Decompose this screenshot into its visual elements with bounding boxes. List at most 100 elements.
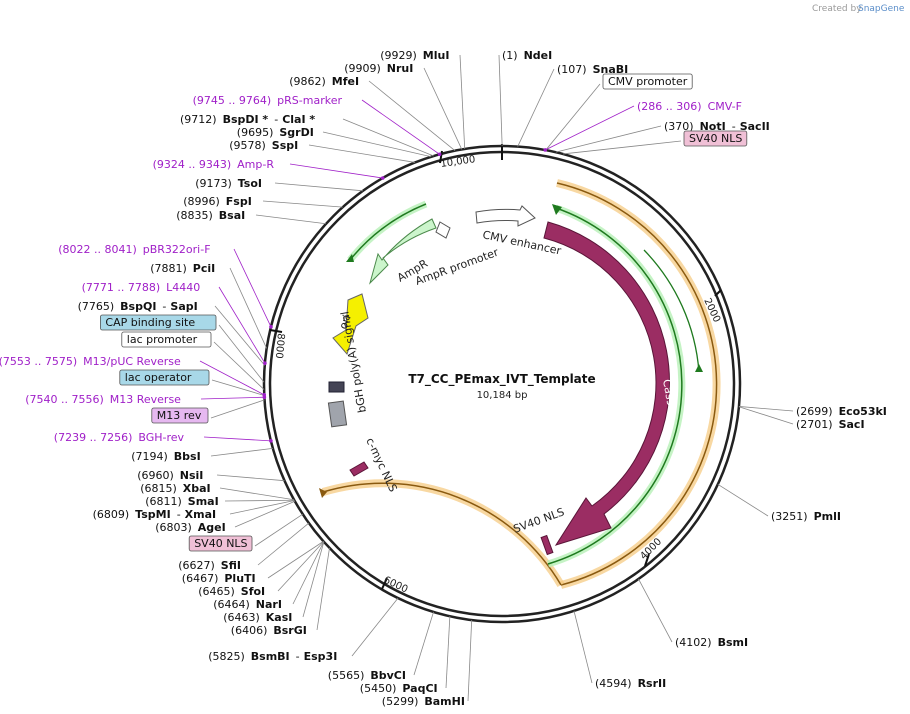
sv40-nls-feature[interactable]: [540, 534, 554, 556]
site-bspqi-sapi[interactable]: (7765)BspQI-SapI: [78, 300, 266, 366]
site-fspi[interactable]: (8996)FspI: [183, 195, 343, 208]
site-bsai[interactable]: (8835)BsaI: [176, 209, 327, 225]
site-eco53ki[interactable]: (2699)Eco53kI: [738, 405, 887, 418]
site-leader-line: [255, 214, 327, 225]
enzyme-name: BbvCI: [370, 669, 406, 682]
enzyme-name: BsaI: [219, 209, 245, 222]
enzyme-name: BsmI: [718, 636, 749, 649]
enzyme-label: (6627)SfiI: [178, 559, 241, 572]
site-cap-binding-site[interactable]: CAP binding site: [100, 314, 265, 383]
site-leader-line: [210, 399, 265, 419]
enzyme-label: (6464)NarI: [213, 598, 282, 611]
feature-box: [602, 73, 693, 90]
site-paqci[interactable]: (5450)PaqCI: [360, 616, 451, 695]
site-sfii[interactable]: (6627)SfiI: [178, 522, 310, 572]
primer-range: (9745 .. 9764): [193, 94, 272, 107]
enzyme-name: KasI: [266, 611, 293, 624]
site-ndei[interactable]: (1)NdeI: [498, 49, 553, 147]
site-smai[interactable]: (6811)SmaI: [145, 495, 295, 508]
feature-box-label: lac promoter: [127, 333, 198, 346]
site-mfei[interactable]: (9862)MfeI: [289, 75, 456, 151]
primer-label: (9745 .. 9764)pRS-marker: [193, 94, 343, 107]
site-noti-sacii[interactable]: (370)NotI-SacII: [555, 120, 770, 153]
site-bspdi-clai[interactable]: (9712)BspDI *-ClaI *: [180, 113, 434, 157]
enzyme-name: NdeI: [524, 49, 553, 62]
site-bamhi[interactable]: (5299)BamHI: [382, 620, 473, 708]
site-rsrii[interactable]: (4594)RsrII: [573, 610, 666, 690]
enzyme-label: (107)SnaBI: [557, 63, 628, 76]
site-sv40-nls-2[interactable]: SV40 NLS: [188, 513, 303, 552]
enzyme-name: BsmBI: [251, 650, 290, 663]
enzyme-position: (7765): [78, 300, 115, 313]
enzyme-label: (8996)FspI: [183, 195, 252, 208]
site-leader-line: [717, 483, 769, 517]
site-tsoi[interactable]: (9173)TsoI: [195, 177, 364, 192]
site-kasi[interactable]: (6463)KasI: [223, 541, 325, 624]
site-snabi[interactable]: (107)SnaBI: [517, 63, 629, 147]
enzyme-separator: -: [296, 650, 300, 663]
primer-name: L4440: [166, 281, 200, 294]
c-myc-nls-feature[interactable]: [349, 461, 369, 477]
site-bsrgi[interactable]: (6406)BsrGI: [231, 547, 330, 637]
feature-box: [100, 314, 217, 331]
ori-feature[interactable]: [332, 293, 369, 355]
enzyme-position: (5299): [382, 695, 419, 708]
site-sv40-nls-1[interactable]: SV40 NLS: [562, 130, 748, 155]
site-pmli[interactable]: (3251)PmlI: [717, 483, 841, 523]
site-sspi[interactable]: (9578)SspI: [229, 139, 416, 163]
enzyme-separator: -: [177, 508, 181, 521]
site-pbr322ori-f[interactable]: (8022 .. 8041)pBR322ori-F: [58, 243, 273, 329]
enzyme-name: BsrGI: [273, 624, 306, 637]
enzyme-position: (4594): [595, 677, 632, 690]
enzyme-position: (7881): [150, 262, 187, 275]
orf-green-ampr-arrowhead: [346, 254, 354, 262]
site-bbsi[interactable]: (7194)BbsI: [131, 447, 273, 463]
enzyme-label: (6465)SfoI: [198, 585, 265, 598]
site-bbvci[interactable]: (5565)BbvCI: [328, 611, 434, 682]
enzyme-label: (9695)SgrDI: [237, 126, 314, 139]
site-leader-line: [219, 487, 295, 501]
site-m13-reverse[interactable]: (7540 .. 7556)M13 Reverse: [25, 393, 267, 406]
tick-label-8000: 8000: [273, 333, 286, 359]
enzyme-name: SnaBI: [593, 63, 629, 76]
ampr-feature[interactable]: [369, 218, 437, 285]
site-cmv-f[interactable]: (286 .. 306)CMV-F: [543, 100, 742, 152]
site-nari[interactable]: (6464)NarI: [213, 541, 325, 611]
site-bgh-rev[interactable]: (7239 .. 7256)BGH-rev: [54, 431, 273, 444]
site-sfoi[interactable]: (6465)SfoI: [198, 541, 324, 598]
site-nsii[interactable]: (6960)NsiI: [137, 469, 285, 482]
enzyme-label: (7194)BbsI: [131, 450, 200, 463]
enzyme-name: SspI: [272, 139, 298, 152]
site-bsmbi-esp3i[interactable]: (5825)BsmBI-Esp3I: [208, 597, 399, 663]
site-mlui[interactable]: (9929)MluI: [380, 49, 466, 149]
site-sgrdi[interactable]: (9695)SgrDI: [237, 126, 432, 158]
enzyme-name: SfoI: [241, 585, 265, 598]
site-xbai[interactable]: (6815)XbaI: [140, 482, 295, 501]
site-m13-rev[interactable]: M13 rev: [151, 399, 265, 424]
site-prs-marker[interactable]: (9745 .. 9764)pRS-marker: [193, 94, 442, 157]
site-nrui[interactable]: (9909)NruI: [344, 62, 463, 150]
site-lac-promoter[interactable]: lac promoter: [121, 331, 265, 390]
site-pluti[interactable]: (6467)PluTI: [182, 541, 324, 585]
cas9-feature[interactable]: [543, 221, 670, 546]
cmv-enhancer-feature[interactable]: [475, 205, 536, 227]
site-lac-operator[interactable]: lac operator: [119, 369, 265, 396]
site-m13-puc-reverse[interactable]: (7553 .. 7575)M13/pUC Reverse: [0, 355, 267, 397]
site-saci[interactable]: (2701)SacI: [738, 406, 865, 431]
enzyme-label: (9173)TsoI: [195, 177, 262, 190]
enzyme-name: MluI: [423, 49, 450, 62]
ampr-promoter-feature[interactable]: [435, 221, 451, 239]
site-pcii[interactable]: (7881)PciI: [150, 262, 268, 349]
site-agei[interactable]: (6803)AgeI: [155, 500, 296, 534]
feature-box: [151, 407, 209, 424]
site-tspmi-xmai[interactable]: (6809)TspMI-XmaI: [93, 500, 295, 521]
site-l4440[interactable]: (7771 .. 7788) L4440: [82, 281, 267, 365]
primer-range: (7771 .. 7788): [82, 281, 161, 294]
site-bsmi[interactable]: (4102)BsmI: [638, 578, 749, 649]
enzyme-position: (5450): [360, 682, 397, 695]
bgh-polya-feature[interactable]: [327, 400, 348, 428]
site-amp-r[interactable]: (9324 .. 9343)Amp-R: [153, 158, 385, 180]
enzyme-position: (3251): [771, 510, 808, 523]
site-cmv-promoter[interactable]: CMV promoter: [545, 73, 693, 151]
feature-box-label: SV40 NLS: [194, 537, 247, 550]
